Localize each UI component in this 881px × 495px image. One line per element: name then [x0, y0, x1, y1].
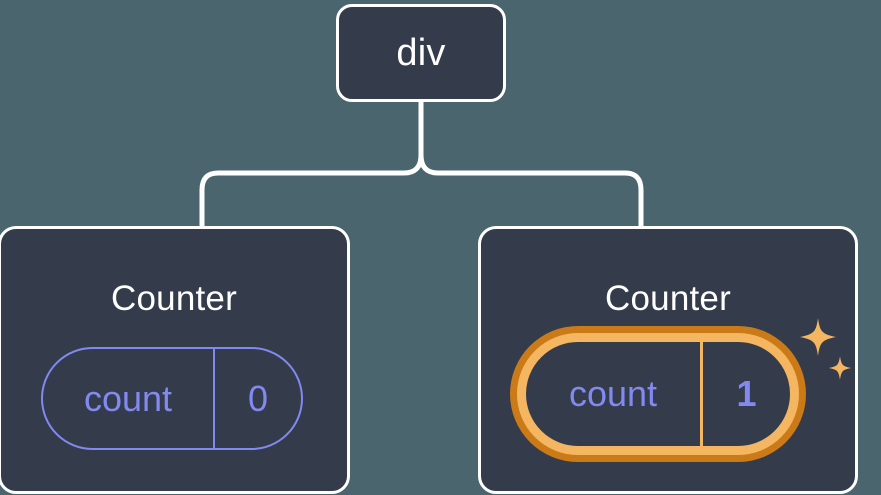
state-pill-count-1[interactable]: count 1 — [517, 333, 799, 455]
sparkle-large-icon — [800, 318, 836, 356]
state-pill-right-value: 1 — [736, 373, 757, 414]
state-pill-left-value: 0 — [247, 377, 269, 419]
tree-node-counter-left-label: Counter — [111, 279, 237, 318]
state-pill-right-key: count — [526, 342, 703, 446]
tree-node-div[interactable]: div — [336, 4, 506, 102]
state-pill-count-0[interactable]: count 0 — [41, 347, 303, 450]
state-pill-right-wrapper: count 1 — [517, 333, 799, 455]
sparkles-icon — [800, 318, 851, 380]
sparkle-small-icon — [829, 356, 851, 380]
tree-node-counter-right-label: Counter — [605, 279, 731, 318]
tree-node-div-label: div — [396, 32, 446, 74]
state-pill-left-key: count — [43, 349, 215, 448]
state-pill-left-wrapper: count 0 — [41, 347, 303, 450]
